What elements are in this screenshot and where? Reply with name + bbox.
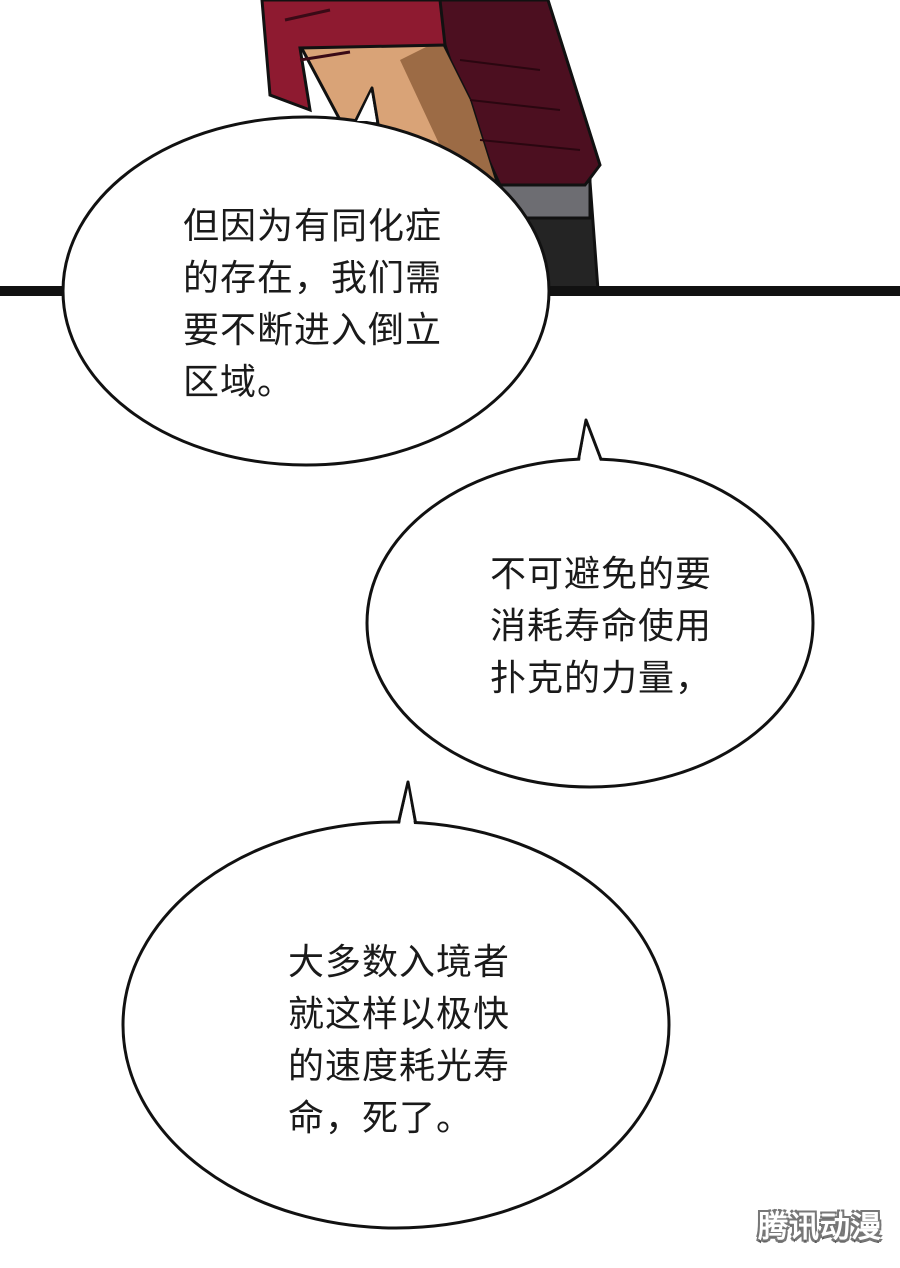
speech-text-2: 不可避免的要 消耗寿命使用 扑克的力量， (490, 549, 712, 705)
speech-bubble-1 (61, 86, 551, 467)
speech-line: 不可避免的要 (490, 554, 713, 595)
speech-line: 的存在，我们需 (183, 258, 443, 299)
speech-text-3: 大多数入境者 就这样以极快 的速度耗光寿 命，死了。 (288, 937, 510, 1145)
speech-line: 区域。 (183, 362, 295, 403)
speech-line: 就这样以极快 (288, 994, 511, 1035)
speech-bubble-2 (365, 418, 815, 789)
character-jacket (260, 0, 447, 113)
speech-line: 但因为有同化症 (183, 206, 443, 247)
speech-bubble-3 (121, 780, 671, 1230)
speech-line: 消耗寿命使用 (490, 606, 713, 647)
speech-line: 要不断进入倒立 (183, 310, 443, 351)
speech-line: 命，死了。 (288, 1098, 474, 1139)
character-skin-shadow (400, 40, 495, 180)
speech-text-1: 但因为有同化症 的存在，我们需 要不断进入倒立 区域。 (183, 201, 442, 409)
watermark-logo: 腾讯动漫 (758, 1210, 882, 1245)
speech-line: 大多数入境者 (288, 942, 511, 983)
speech-line: 的速度耗光寿 (288, 1046, 511, 1087)
speech-line: 扑克的力量， (490, 658, 713, 699)
